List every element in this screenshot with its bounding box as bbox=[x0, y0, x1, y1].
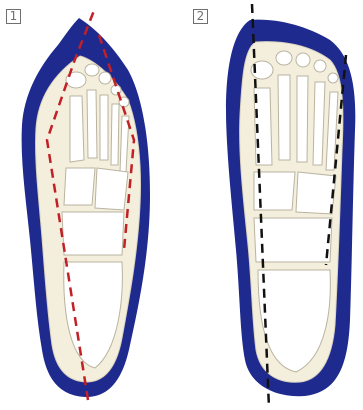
foot-2 bbox=[226, 4, 355, 408]
foot-1 bbox=[22, 8, 150, 400]
